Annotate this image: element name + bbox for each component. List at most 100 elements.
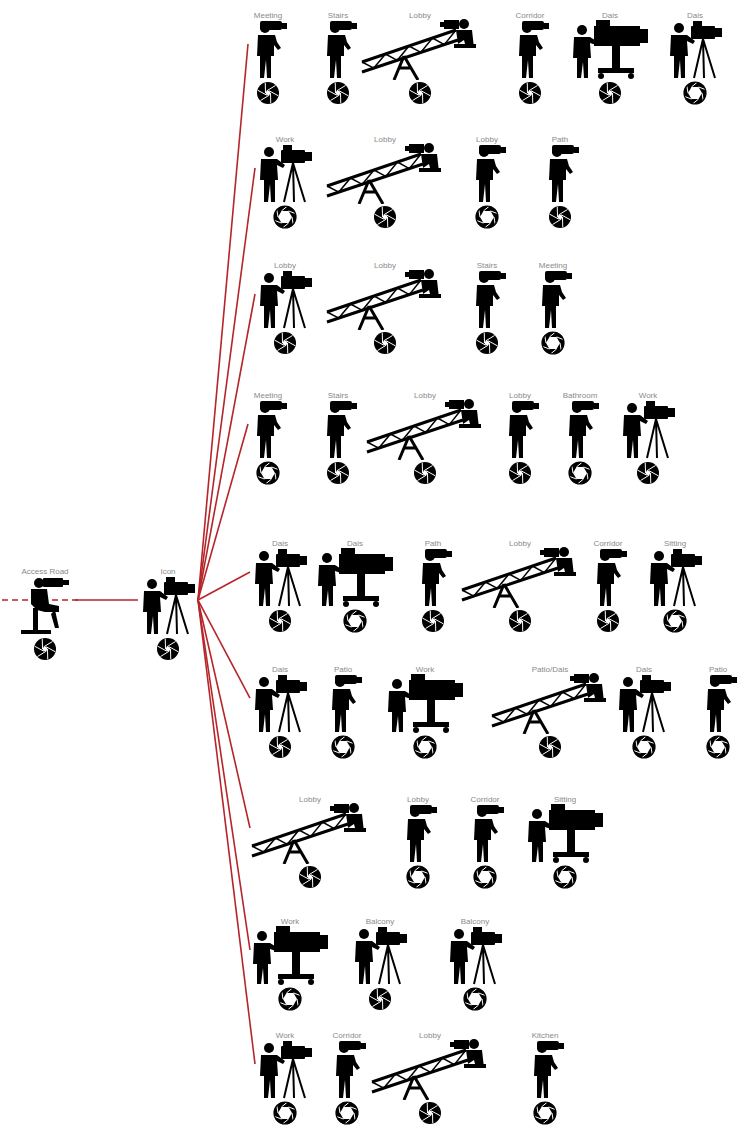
aperture-icon: [706, 735, 730, 759]
aperture-icon: [418, 1101, 442, 1125]
handheld-camera-figure: [525, 1038, 565, 1100]
shot-node: Dais: [570, 4, 650, 106]
shot-label: Balcony: [366, 917, 394, 927]
aperture-icon: [326, 81, 350, 105]
tripod-camera-figure: [350, 924, 410, 986]
shot-node: Meeting: [533, 254, 573, 356]
shot-node: Lobby: [325, 128, 445, 230]
shot-label: Kitchen: [532, 1031, 559, 1041]
crane-camera-figure: [370, 1038, 490, 1100]
crane-camera-figure: [360, 18, 480, 80]
connector: [198, 600, 250, 950]
aperture-icon: [473, 865, 497, 889]
shot-label: Lobby: [374, 135, 396, 145]
shot-node: Access Road: [15, 560, 75, 662]
aperture-icon: [518, 81, 542, 105]
aperture-icon: [475, 331, 499, 355]
shot-label: Patio: [709, 665, 727, 675]
aperture-icon: [663, 609, 687, 633]
shot-node: Stairs: [467, 254, 507, 356]
shot-node: Sitting: [525, 788, 605, 890]
aperture-icon: [508, 461, 532, 485]
shot-label: Icon: [160, 567, 175, 577]
shot-label: Lobby: [476, 135, 498, 145]
tripod-camera-figure: [645, 546, 705, 608]
shot-node: Dais: [614, 658, 674, 760]
aperture-icon: [538, 735, 562, 759]
aperture-icon: [508, 609, 532, 633]
aperture-icon: [326, 461, 350, 485]
shot-node: Dais: [250, 658, 310, 760]
aperture-icon: [268, 609, 292, 633]
shot-label: Work: [276, 1031, 295, 1041]
shot-label: Work: [639, 391, 658, 401]
crane-camera-figure: [250, 802, 370, 864]
shot-node: Meeting: [248, 4, 288, 106]
shot-node: Patio: [698, 658, 738, 760]
shot-node: Dais: [665, 4, 725, 106]
handheld-camera-figure: [698, 672, 738, 734]
aperture-icon: [596, 609, 620, 633]
shot-node: Work: [250, 910, 330, 1012]
crane-camera-figure: [325, 268, 445, 330]
tripod-camera-figure: [445, 924, 505, 986]
shot-node: Lobby: [365, 384, 485, 486]
shot-node: Work: [255, 128, 315, 230]
tripod-camera-figure: [255, 1038, 315, 1100]
shot-label: Corridor: [594, 539, 623, 549]
handheld-camera-figure: [465, 802, 505, 864]
shot-label: Sitting: [554, 795, 576, 805]
aperture-icon: [413, 461, 437, 485]
aperture-icon: [373, 205, 397, 229]
shot-label: Sitting: [664, 539, 686, 549]
shot-node: Icon: [138, 560, 198, 662]
connector: [75, 599, 138, 601]
shot-label: Lobby: [409, 11, 431, 21]
shot-node: Lobby: [325, 254, 445, 356]
shot-label: Stairs: [328, 11, 348, 21]
crane-camera-figure: [490, 672, 610, 734]
shot-label: Balcony: [461, 917, 489, 927]
tripod-camera-figure: [138, 574, 198, 636]
handheld-camera-figure: [510, 18, 550, 80]
pedestal-camera-figure: [315, 546, 395, 608]
handheld-camera-figure: [588, 546, 628, 608]
aperture-icon: [541, 331, 565, 355]
shot-label: Meeting: [539, 261, 567, 271]
tripod-camera-figure: [665, 18, 725, 80]
car-mount-camera-figure: [15, 574, 75, 636]
aperture-icon: [413, 735, 437, 759]
connector: [198, 168, 255, 600]
shot-node: Balcony: [445, 910, 505, 1012]
aperture-icon: [475, 205, 499, 229]
handheld-camera-figure: [318, 18, 358, 80]
connector: [198, 44, 248, 600]
shot-node: Work: [618, 384, 678, 486]
shot-node: Patio/Dais: [490, 658, 610, 760]
shot-node: Lobby: [250, 788, 370, 890]
handheld-camera-figure: [560, 398, 600, 460]
tripod-camera-figure: [618, 398, 678, 460]
tripod-camera-figure: [255, 268, 315, 330]
shot-node: Path: [540, 128, 580, 230]
shot-label: Stairs: [328, 391, 348, 401]
shot-node: Stairs: [318, 384, 358, 486]
shot-node: Lobby: [467, 128, 507, 230]
shot-label: Corridor: [333, 1031, 362, 1041]
shot-node: Corridor: [465, 788, 505, 890]
shot-node: Stairs: [318, 4, 358, 106]
shot-node: Lobby: [370, 1024, 490, 1126]
connector: [198, 600, 250, 828]
aperture-icon: [406, 865, 430, 889]
shot-node: Meeting: [248, 384, 288, 486]
aperture-icon: [421, 609, 445, 633]
aperture-icon: [568, 461, 592, 485]
shot-label: Dais: [687, 11, 703, 21]
shot-node: Work: [255, 1024, 315, 1126]
tripod-camera-figure: [250, 672, 310, 734]
shot-label: Dais: [272, 539, 288, 549]
shot-label: Lobby: [414, 391, 436, 401]
aperture-icon: [298, 865, 322, 889]
tripod-camera-figure: [255, 142, 315, 204]
